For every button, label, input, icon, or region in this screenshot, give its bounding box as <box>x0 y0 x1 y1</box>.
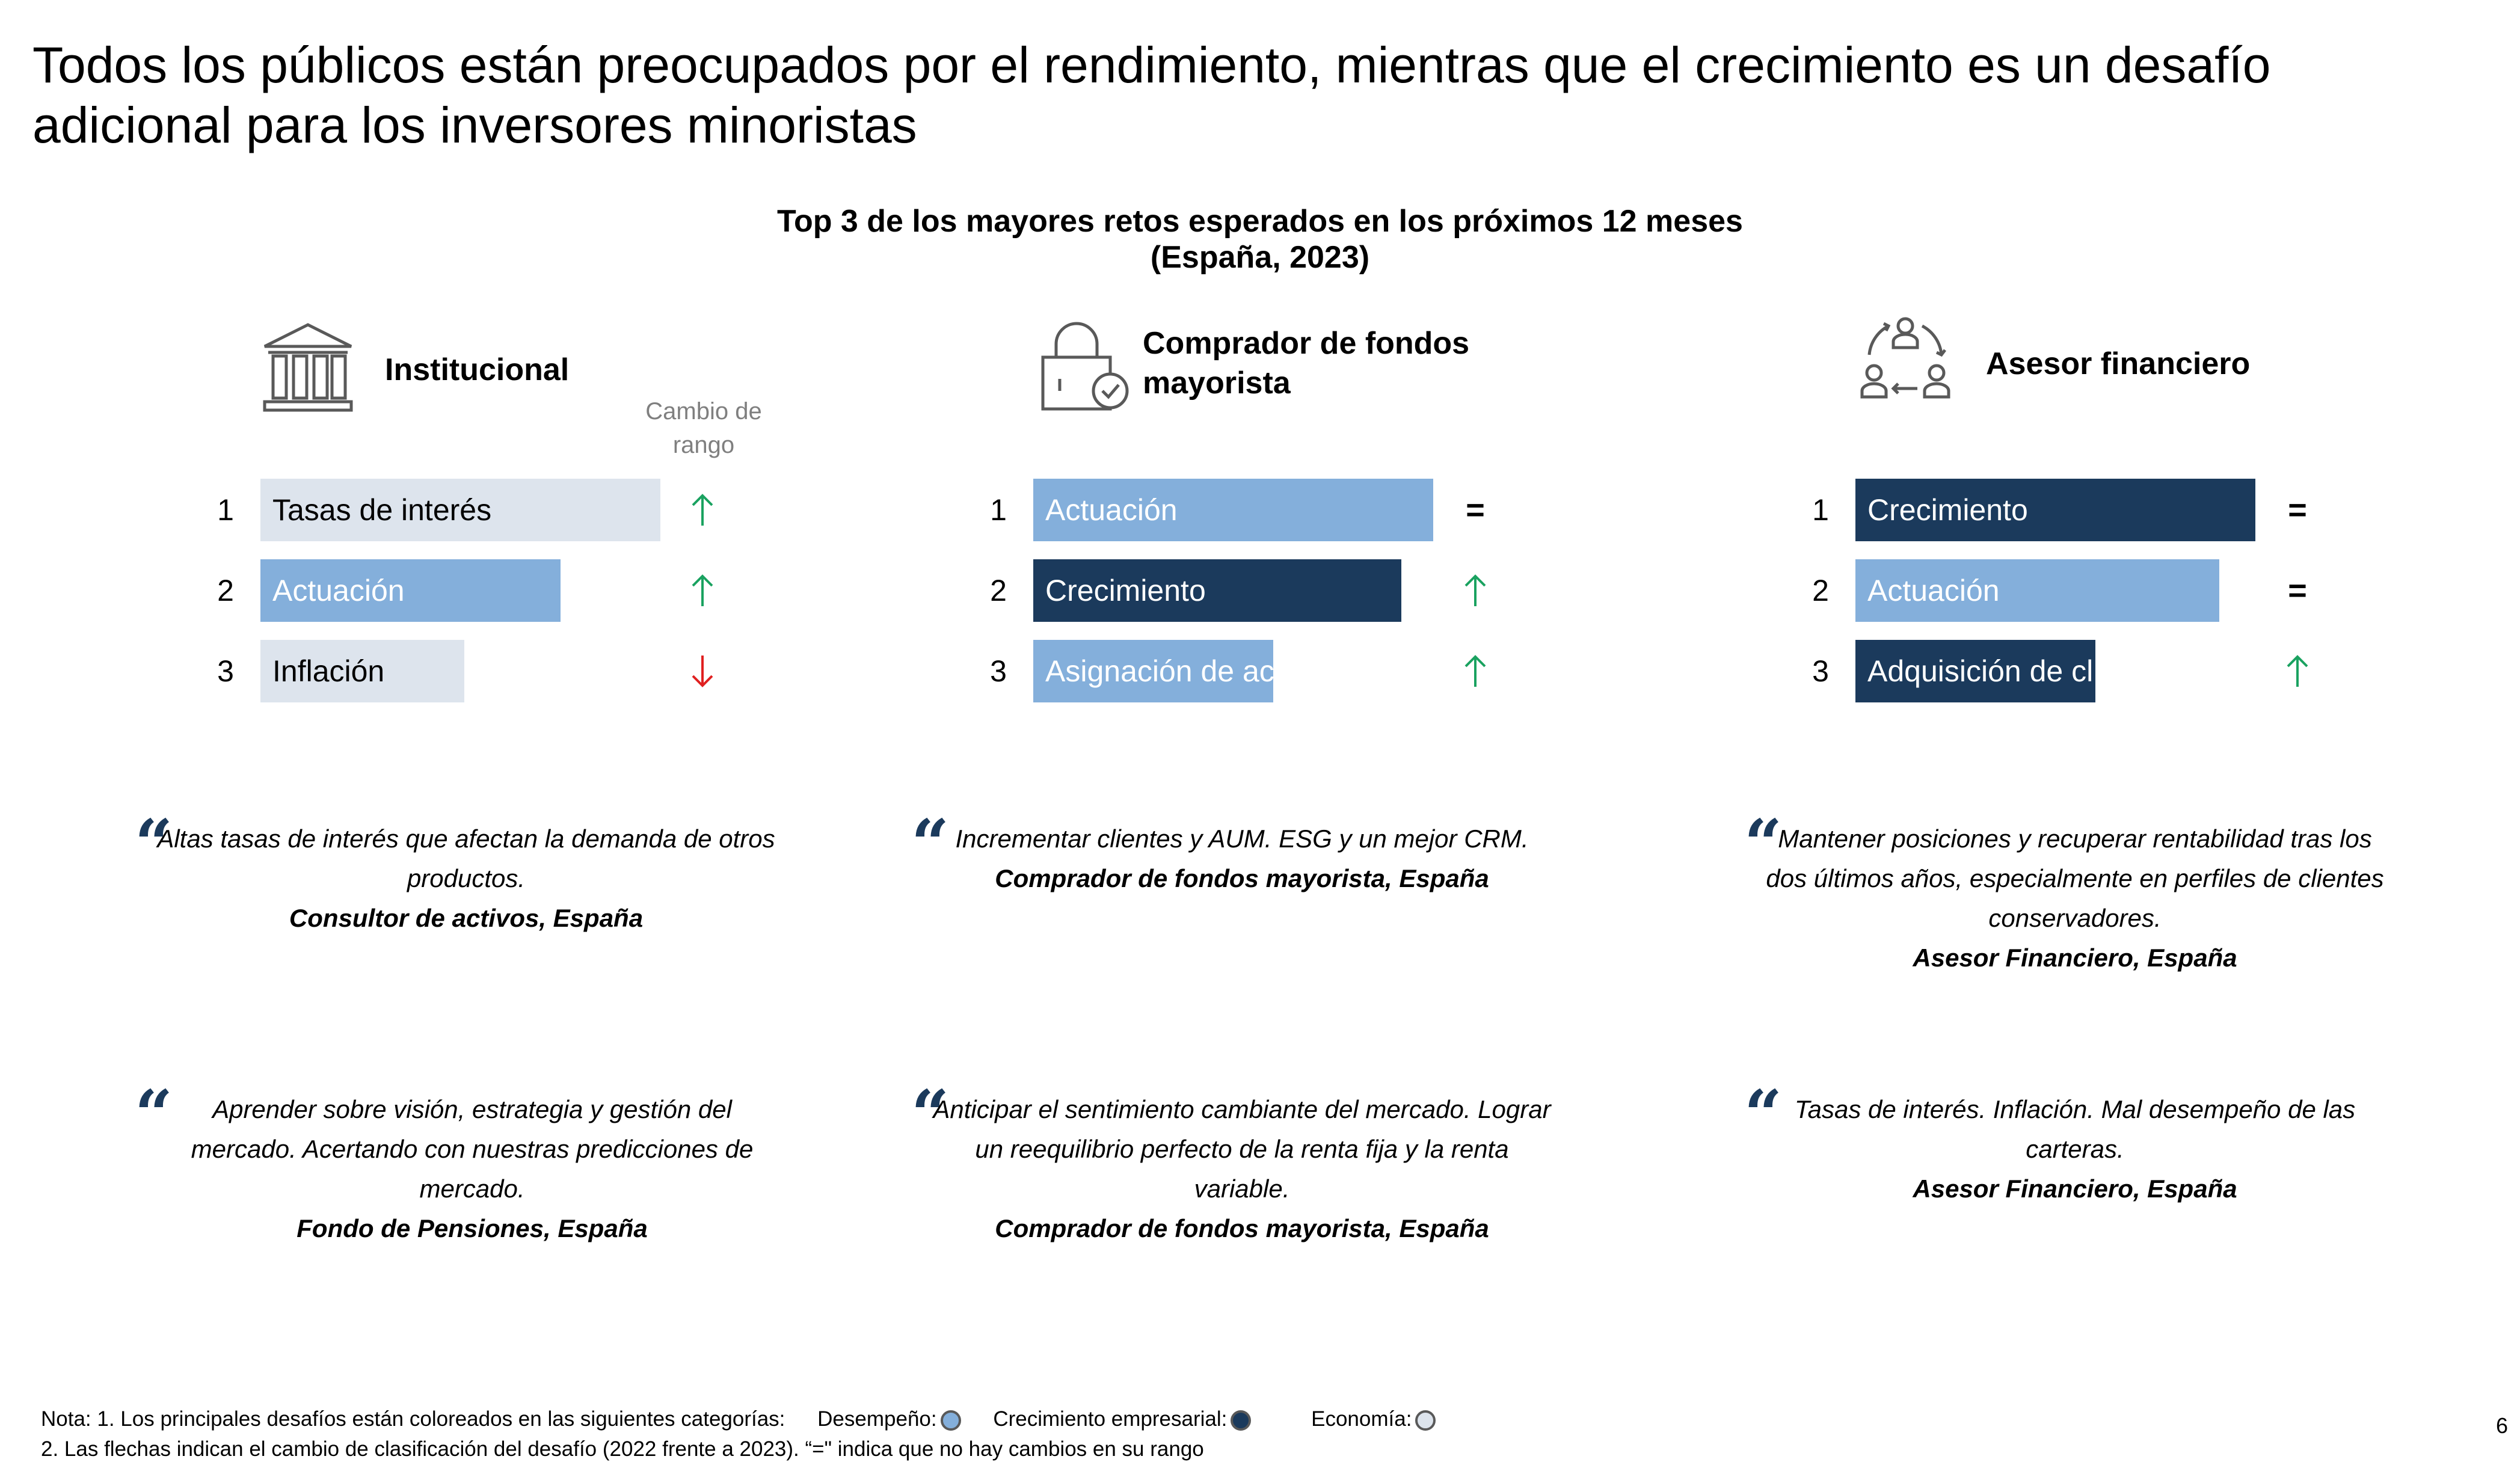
legend-swatch <box>1231 1410 1252 1431</box>
quote-mark-icon: “ <box>911 1075 950 1153</box>
rank-number: 1 <box>990 493 1007 527</box>
arrow-up-icon <box>2273 640 2322 702</box>
footnote-line2: 2. Las flechas indican el cambio de clas… <box>41 1437 1204 1461</box>
challenge-label: Actuación <box>272 574 405 607</box>
no-change-indicator: = <box>2288 573 2307 609</box>
quote-text: Mantener posiciones y recuperar rentabil… <box>1766 824 2384 932</box>
challenge-bar: Actuación <box>260 559 561 622</box>
arrow-up-icon <box>1451 559 1499 622</box>
legend-item-economia: Economía: <box>1311 1407 1436 1431</box>
legend-label: Desempeño: <box>817 1407 937 1431</box>
quote-source: Comprador de fondos mayorista, España <box>995 1214 1489 1242</box>
challenge-bar: Tasas de interés <box>260 479 660 541</box>
quote-mark-icon: “ <box>1744 805 1783 882</box>
quote-text: Aprender sobre visión, estrategia y gest… <box>191 1095 754 1203</box>
quote-source: Comprador de fondos mayorista, España <box>995 864 1489 892</box>
panel-title-institucional: Institucional <box>385 352 570 387</box>
quote-1: Altas tasas de interés que afectan la de… <box>153 819 779 938</box>
challenge-bar: Adquisición de cl <box>1855 640 2095 702</box>
rank-number: 2 <box>217 574 234 607</box>
challenge-label: Actuación <box>1867 574 2000 607</box>
quote-3: Mantener posiciones y recuperar rentabil… <box>1762 819 2388 978</box>
quote-text: Tasas de interés. Inflación. Mal desempe… <box>1794 1095 2356 1163</box>
quote-text: Altas tasas de interés que afectan la de… <box>157 824 775 892</box>
quote-mark-icon: “ <box>135 1075 173 1153</box>
arrow-up-icon <box>678 559 727 622</box>
chart-subtitle-line1: Top 3 de los mayores retos esperados en … <box>777 204 1743 239</box>
arrow-down-icon <box>678 640 727 702</box>
challenge-bar: Crecimiento <box>1033 559 1401 622</box>
chart-subtitle: Top 3 de los mayores retos esperados en … <box>659 203 1861 275</box>
page-number: 6 <box>2496 1413 2509 1438</box>
people-cycle-icon <box>1857 313 1953 409</box>
challenge-label: Tasas de interés <box>272 493 492 527</box>
legend-item-crecimiento: Crecimiento empresarial: <box>993 1407 1257 1431</box>
quote-mark-icon: “ <box>911 805 950 882</box>
no-change-indicator: = <box>2288 492 2307 528</box>
legend-item-desempeno: Desempeño: <box>817 1407 967 1431</box>
legend-label: Economía: <box>1311 1407 1412 1431</box>
quote-text: Anticipar el sentimiento cambiante del m… <box>933 1095 1551 1203</box>
challenge-label: Actuación <box>1045 493 1178 527</box>
footnote-line1: Nota: 1. Los principales desafíos están … <box>41 1405 1436 1434</box>
arrow-up-icon <box>1451 640 1499 702</box>
challenge-label: Inflación <box>272 654 385 688</box>
quote-2: Incrementar clientes y AUM. ESG y un mej… <box>929 819 1555 898</box>
rank-number: 3 <box>1812 654 1829 688</box>
challenge-label: Adquisición de cl <box>1867 654 2094 688</box>
rank-number: 1 <box>1812 493 1829 527</box>
challenge-label: Asignación de act <box>1045 654 1273 688</box>
arrow-up-icon <box>678 479 727 541</box>
footnote-text: Nota: 1. Los principales desafíos están … <box>41 1407 785 1431</box>
challenge-bar: Asignación de act <box>1033 640 1273 702</box>
rank-number: 1 <box>217 493 234 527</box>
quote-source: Consultor de activos, España <box>289 904 644 932</box>
challenge-label: Crecimiento <box>1045 574 1206 607</box>
panel-title-asesor: Asesor financiero <box>1986 346 2251 381</box>
challenge-bar: Actuación <box>1855 559 2219 622</box>
rank-change-header: Cambio de rango <box>645 398 762 458</box>
panel-title-comprador: Comprador de fondos mayorista <box>1143 326 1470 401</box>
quote-text: Incrementar clientes y AUM. ESG y un mej… <box>955 824 1529 853</box>
quote-source: Asesor Financiero, España <box>1913 944 2237 972</box>
rank-number: 2 <box>1812 574 1829 607</box>
bank-icon <box>260 320 356 416</box>
quote-mark-icon: “ <box>135 805 173 882</box>
no-change-indicator: = <box>1466 492 1485 528</box>
challenge-bar: Actuación <box>1033 479 1433 541</box>
challenge-bar: Crecimiento <box>1855 479 2255 541</box>
quote-6: Tasas de interés. Inflación. Mal desempe… <box>1762 1090 2388 1209</box>
quote-5: Anticipar el sentimiento cambiante del m… <box>929 1090 1555 1248</box>
rank-number: 3 <box>990 654 1007 688</box>
quote-mark-icon: “ <box>1744 1075 1783 1153</box>
challenge-bar: Inflación <box>260 640 464 702</box>
chart-subtitle-line2: (España, 2023) <box>1150 240 1370 275</box>
page-title: Todos los públicos están preocupados por… <box>32 37 2271 153</box>
legend-swatch <box>1415 1410 1436 1431</box>
rank-number: 3 <box>217 654 234 688</box>
legend-label: Crecimiento empresarial: <box>993 1407 1228 1431</box>
rank-number: 2 <box>990 574 1007 607</box>
quote-source: Fondo de Pensiones, España <box>297 1214 648 1242</box>
quote-source: Asesor Financiero, España <box>1913 1175 2237 1203</box>
quote-4: Aprender sobre visión, estrategia y gest… <box>159 1090 785 1248</box>
lock-check-icon <box>1034 320 1131 416</box>
legend-swatch <box>940 1410 961 1431</box>
challenge-label: Crecimiento <box>1867 493 2028 527</box>
